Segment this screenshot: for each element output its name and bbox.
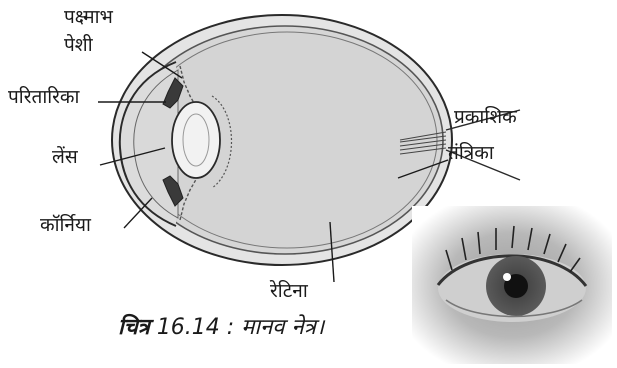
label-ciliary-muscle-line1: पक्ष्माभ: [64, 8, 113, 27]
label-optic-nerve-line1: प्रकाशिक: [454, 108, 517, 127]
label-iris: परितारिका: [8, 88, 79, 107]
caption-number: 16.14: [157, 315, 220, 340]
caption-text: मानव नेत्र।: [241, 315, 324, 340]
figure-caption: चित्र 16.14 : मानव नेत्र।: [118, 311, 324, 341]
caption-prefix: चित्र: [118, 315, 150, 340]
eye-photo-highlight: [503, 273, 511, 281]
eye-photo: [412, 206, 612, 364]
label-optic-nerve-line2: तंत्रिका: [448, 144, 494, 163]
label-ciliary-muscle-line2: पेशी: [64, 36, 93, 55]
caption-separator: :: [227, 315, 234, 340]
label-retina: रेटिना: [270, 282, 308, 301]
label-lens: लेंस: [52, 148, 78, 167]
label-cornea: कॉर्निया: [40, 216, 91, 235]
lens: [172, 102, 220, 178]
